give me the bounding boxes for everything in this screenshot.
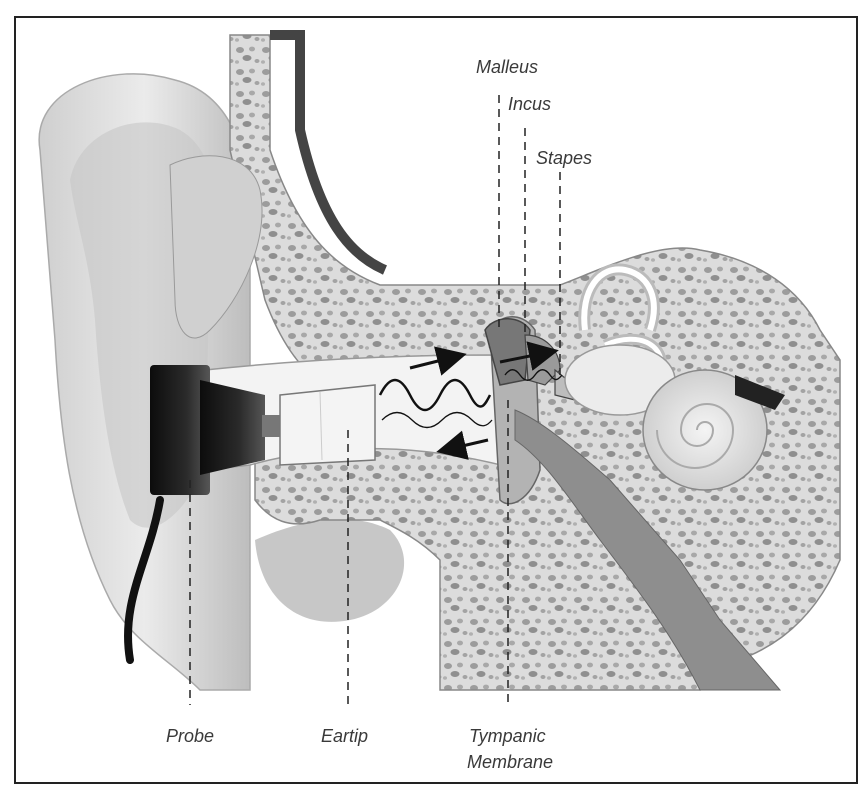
label-probe: Probe [166, 726, 214, 746]
label-tympanic-line2: Membrane [467, 752, 553, 772]
label-malleus: Malleus [476, 57, 538, 77]
label-eartip: Eartip [321, 726, 368, 746]
label-stapes: Stapes [536, 148, 592, 168]
eartip-icon [280, 385, 375, 465]
label-incus: Incus [508, 94, 551, 114]
label-tympanic-line1: Tympanic [469, 726, 546, 746]
